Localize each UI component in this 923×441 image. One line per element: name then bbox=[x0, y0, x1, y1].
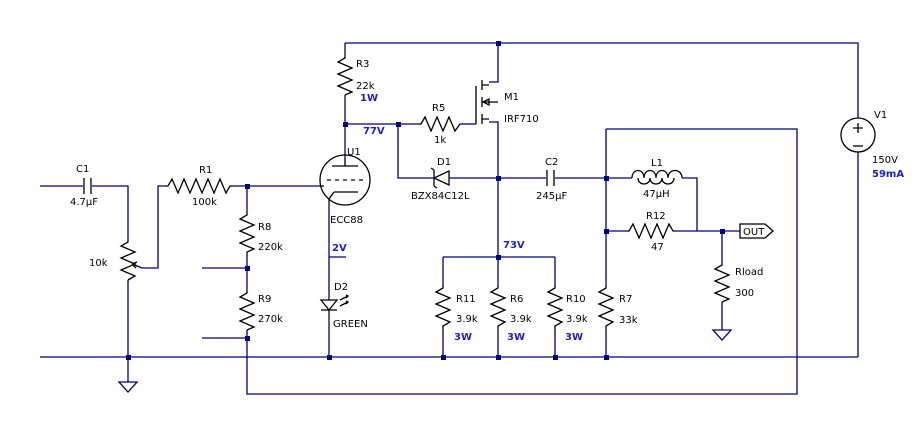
r7-ref-label: R7 bbox=[619, 294, 632, 305]
ground-symbol-rload bbox=[711, 329, 733, 341]
voltage-source-v1[interactable]: V1 150V 59mA bbox=[840, 110, 904, 180]
output-port[interactable]: OUT bbox=[739, 223, 774, 239]
resistor-r11[interactable]: R11 3.9k 3W bbox=[434, 285, 478, 343]
zener-d1[interactable]: D1 BZX84C12L bbox=[411, 157, 470, 202]
r10-value-label: 3.9k bbox=[566, 314, 588, 325]
r9-value-label: 270k bbox=[258, 314, 283, 325]
resistor-r10[interactable]: R10 3.9k 3W bbox=[546, 285, 588, 343]
c2-value-label: 245µF bbox=[536, 191, 567, 202]
resistor-r6[interactable]: R6 3.9k 3W bbox=[489, 285, 532, 343]
output-port-label: OUT bbox=[743, 227, 765, 238]
ground-symbol bbox=[117, 381, 139, 393]
resistor-r8[interactable]: R8 220k bbox=[238, 212, 283, 254]
mosfet-m1[interactable]: M1 IRF710 bbox=[475, 80, 539, 125]
capacitor-c1[interactable]: C1 4.7µF bbox=[70, 164, 98, 208]
rload-ref-label: Rload bbox=[735, 267, 763, 278]
l1-value-label: 47µH bbox=[643, 189, 670, 200]
r6-value-label: 3.9k bbox=[510, 314, 532, 325]
r5-value-label: 1k bbox=[434, 135, 446, 146]
v1-ref-label: V1 bbox=[874, 110, 887, 121]
junctions bbox=[126, 41, 725, 360]
r10-ref-label: R10 bbox=[566, 294, 586, 305]
r12-ref-label: R12 bbox=[646, 211, 666, 222]
r9-ref-label: R9 bbox=[258, 294, 271, 305]
resistor-r5[interactable]: R5 1k bbox=[418, 103, 461, 146]
r6-ref-label: R6 bbox=[510, 294, 523, 305]
d2-value-label: GREEN bbox=[333, 319, 368, 330]
r3-ref-label: R3 bbox=[356, 59, 369, 70]
triode-u1[interactable]: U1 ECC88 bbox=[319, 147, 371, 226]
c1-value-label: 4.7µF bbox=[70, 197, 98, 208]
v1-value-label: 150V bbox=[872, 155, 898, 166]
r10-power-label: 3W bbox=[565, 332, 583, 343]
resistor-r12[interactable]: R12 47 bbox=[626, 211, 676, 253]
pot-value-label: 10k bbox=[89, 258, 108, 269]
source-voltage-label: 73V bbox=[503, 240, 525, 251]
d1-ref-label: D1 bbox=[437, 157, 451, 168]
u1-ref-label: U1 bbox=[347, 147, 361, 158]
resistor-r1[interactable]: R1 100k bbox=[165, 165, 235, 208]
resistor-r7[interactable]: R7 33k bbox=[597, 285, 638, 329]
u1-value-label: ECC88 bbox=[330, 215, 363, 226]
r1-ref-label: R1 bbox=[199, 165, 212, 176]
r11-power-label: 3W bbox=[454, 332, 472, 343]
r11-value-label: 3.9k bbox=[456, 314, 478, 325]
d2-ref-label: D2 bbox=[334, 282, 348, 293]
r8-value-label: 220k bbox=[258, 242, 283, 253]
r3-value-label: 22k bbox=[356, 81, 375, 92]
cathode-voltage-label: 2V bbox=[332, 243, 347, 254]
resistor-r9[interactable]: R9 270k bbox=[238, 290, 283, 331]
resistor-rload[interactable]: Rload 300 bbox=[713, 262, 763, 303]
c2-ref-label: C2 bbox=[545, 157, 558, 168]
r11-ref-label: R11 bbox=[456, 294, 476, 305]
v1-current-label: 59mA bbox=[872, 169, 904, 180]
r6-power-label: 3W bbox=[507, 332, 525, 343]
rload-value-label: 300 bbox=[735, 288, 754, 299]
r5-ref-label: R5 bbox=[432, 103, 445, 114]
r7-value-label: 33k bbox=[619, 315, 638, 326]
l1-ref-label: L1 bbox=[651, 158, 663, 169]
inductor-l1[interactable]: L1 47µH bbox=[631, 158, 683, 200]
resistor-r3[interactable]: R3 22k 1W bbox=[336, 55, 378, 104]
r8-ref-label: R8 bbox=[258, 222, 271, 233]
wires bbox=[40, 42, 859, 395]
r3-power-label: 1W bbox=[360, 93, 378, 104]
potentiometer-10k[interactable]: 10k bbox=[89, 240, 143, 281]
led-d2[interactable]: D2 GREEN bbox=[319, 282, 368, 330]
m1-value-label: IRF710 bbox=[504, 114, 539, 125]
plate-voltage-label: 77V bbox=[363, 126, 385, 137]
r1-value-label: 100k bbox=[192, 197, 217, 208]
capacitor-c2[interactable]: C2 245µF bbox=[536, 157, 567, 202]
d1-value-label: BZX84C12L bbox=[411, 191, 470, 202]
m1-ref-label: M1 bbox=[504, 92, 519, 103]
r12-value-label: 47 bbox=[651, 242, 664, 253]
c1-ref-label: C1 bbox=[76, 164, 89, 175]
